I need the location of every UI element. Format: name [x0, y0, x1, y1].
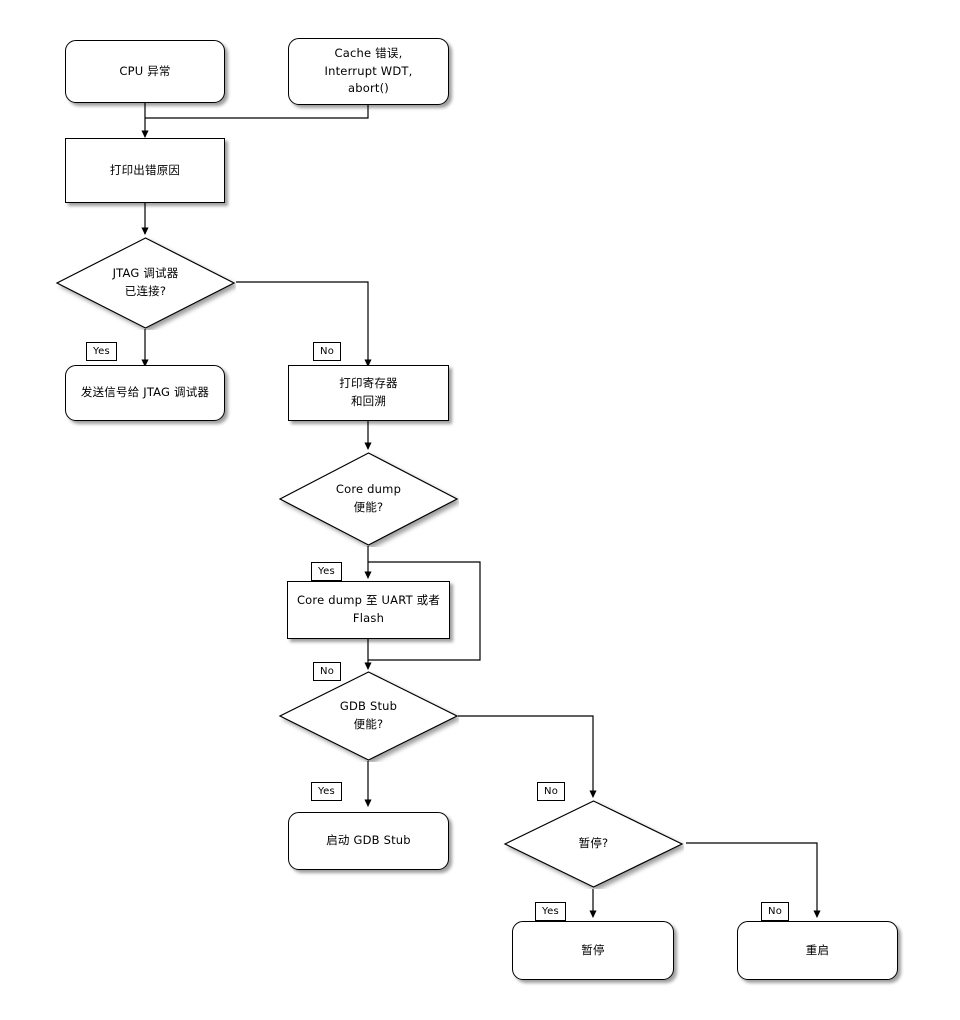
- edge-cache-to-merge: [145, 105, 369, 119]
- node-print-registers-backtrace[interactable]: 打印寄存器 和回溯: [288, 365, 449, 421]
- edge-label-coredump-yes: Yes: [311, 562, 343, 581]
- diamond-shape: [278, 671, 459, 761]
- node-print-error-reason-label: 打印出错原因: [109, 162, 181, 177]
- node-send-signal-to-jtag-label: 发送信号给 JTAG 调试器: [80, 385, 210, 400]
- node-jtag-connected-label: JTAG 调试器 已连接?: [112, 266, 179, 298]
- edge-label-halt-yes: Yes: [535, 902, 567, 921]
- edge-halt-no-to-reboot: [686, 842, 821, 919]
- edge-label-jtag-no: No: [313, 342, 342, 361]
- diamond-shape: [503, 800, 684, 888]
- node-halt-decision-label: 暂停?: [578, 836, 609, 851]
- edge-gdbstub-no-to-halt-question: [458, 715, 597, 799]
- node-cache-error[interactable]: Cache 错误, Interrupt WDT, abort(): [288, 38, 449, 105]
- node-coredump-enabled-decision[interactable]: Core dump 便能?: [278, 451, 459, 547]
- node-gdbstub-enabled-label: GDB Stub 便能?: [339, 699, 398, 731]
- edge-label-gdbstub-yes: Yes: [311, 782, 343, 801]
- node-reboot-label: 重启: [805, 942, 830, 957]
- edge-label-jtag-yes: Yes: [86, 342, 118, 361]
- node-coredump-to-uart-flash[interactable]: Core dump 至 UART 或者 Flash: [287, 581, 450, 639]
- node-halt-decision[interactable]: 暂停?: [503, 799, 684, 889]
- node-coredump-enabled-label: Core dump 便能?: [335, 482, 402, 514]
- edge-label-coredump-no: No: [313, 662, 342, 681]
- node-jtag-connected-decision[interactable]: JTAG 调试器 已连接?: [55, 236, 236, 330]
- edge-jtag-no-to-print-registers: [236, 281, 372, 368]
- diamond-shape: [278, 452, 459, 546]
- node-cache-error-label: Cache 错误, Interrupt WDT, abort(): [324, 45, 413, 96]
- node-coredump-to-uart-flash-label: Core dump 至 UART 或者 Flash: [296, 593, 441, 625]
- node-start-gdbstub-label: 启动 GDB Stub: [326, 833, 411, 848]
- node-gdbstub-enabled-decision[interactable]: GDB Stub 便能?: [278, 670, 459, 762]
- node-reboot[interactable]: 重启: [737, 921, 898, 980]
- diamond-shape: [55, 237, 236, 329]
- edge-label-gdbstub-no: No: [537, 782, 566, 801]
- node-start-gdbstub[interactable]: 启动 GDB Stub: [288, 812, 449, 870]
- node-print-registers-backtrace-label: 打印寄存器 和回溯: [339, 376, 398, 408]
- node-halt-label: 暂停: [581, 942, 605, 957]
- node-cpu-exception[interactable]: CPU 异常: [65, 40, 225, 103]
- node-halt[interactable]: 暂停: [512, 921, 674, 980]
- node-send-signal-to-jtag[interactable]: 发送信号给 JTAG 调试器: [65, 365, 225, 421]
- edge-label-halt-no: No: [761, 902, 790, 921]
- node-print-error-reason[interactable]: 打印出错原因: [65, 138, 225, 203]
- node-cpu-exception-label: CPU 异常: [119, 63, 171, 78]
